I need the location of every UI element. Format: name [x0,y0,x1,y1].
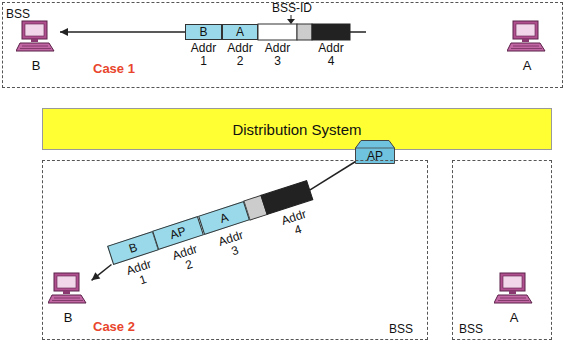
frame-field: B [185,24,222,40]
node-label: A [510,310,519,325]
frame-arrow [60,28,185,36]
computer-icon [507,20,547,54]
text-slot: BSS [459,319,483,337]
address-label: Addr 2 [224,42,256,68]
pointer-head [287,19,295,24]
frame-field [312,24,350,40]
computer-station: A [492,272,536,326]
bssid-label: BSS-ID [262,2,322,15]
bss-region: BSS A [452,160,552,340]
text-slot: A [223,25,257,39]
text-slot: BSS [389,319,413,337]
node-label: Distribution System [232,121,361,138]
node-label: BSS [6,7,30,21]
node-label: B [127,240,139,256]
address-label: Addr 3 [214,227,252,262]
computer-icon [16,20,56,54]
address-label: Addr 1 [122,257,160,292]
node-label: B [199,25,207,39]
computer-icon [48,272,88,306]
node-label: A [236,25,244,39]
node-label: B [64,310,73,325]
address-label: Addr 2 [168,242,206,277]
node-label: A [523,58,532,73]
case-label: Case 2 [93,319,135,334]
text-slot: B [46,309,90,325]
address-label: Addr 3 [262,42,294,68]
address-label: Addr 4 [315,42,347,68]
frame-line [310,160,358,190]
text-slot: B [14,57,58,73]
computer-station: A [505,20,549,74]
node-label: BSS [389,322,413,336]
node-label: B [32,58,41,73]
frame-line [350,31,366,33]
address-label: Addr 1 [188,42,220,68]
frame-arrow [92,265,112,281]
node-label: BSS [459,322,483,336]
distribution-band: Distribution System [42,108,552,150]
node-label: A [218,210,230,226]
text-slot: Case 1 [93,59,135,77]
text-slot: Distribution System [43,109,551,149]
node-label: AP [169,224,189,242]
text-slot: BSS [6,4,30,22]
computer-station: B [46,272,90,326]
computer-station: B [14,20,58,74]
frame-field: A [222,24,258,40]
text-slot: A [492,309,536,325]
computer-icon [494,272,534,306]
text-slot: A [505,57,549,73]
text-slot: AP [355,148,395,164]
frame-field [258,24,297,40]
case-label: Case 1 [93,61,135,76]
text-slot: Case 2 [93,317,135,335]
text-slot: B [186,25,221,39]
address-label: Addr 4 [276,207,314,242]
frame-field [297,24,312,40]
